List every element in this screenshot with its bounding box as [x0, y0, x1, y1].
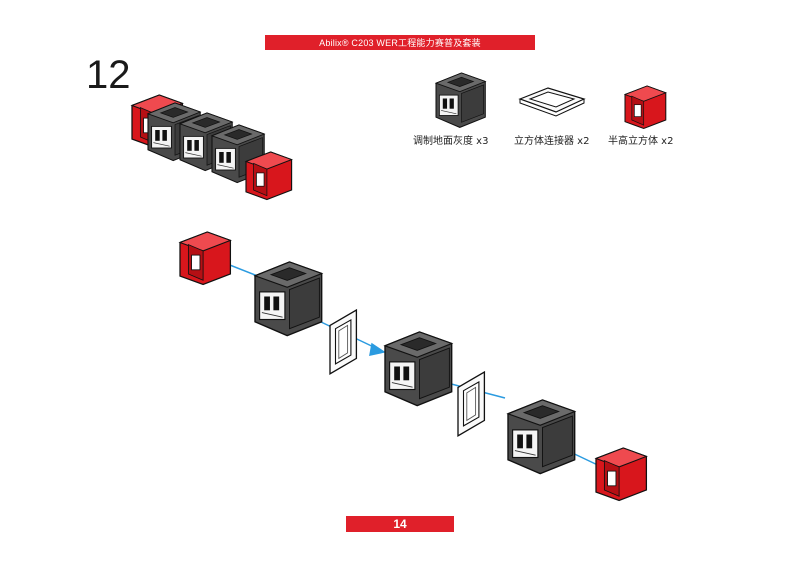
part-label-cube-connector: 立方体连接器 x2: [514, 136, 590, 147]
assembled-result: [131, 94, 293, 201]
part-label-gray-cube: 调制地面灰度 x3: [413, 136, 489, 147]
red-half-cube-icon: [624, 85, 667, 130]
header-banner: Abilix® C203 WER工程能力赛普及套装: [265, 35, 535, 50]
page-number-banner: 14: [346, 516, 454, 532]
header-title: Abilix® C203 WER工程能力赛普及套装: [319, 38, 481, 48]
cube-connector-icon: [518, 87, 586, 117]
step-number: 12: [86, 53, 131, 97]
page-number: 14: [393, 517, 407, 531]
part-label-red-half-cube: 半高立方体 x2: [608, 136, 674, 147]
gray-cube-icon: [435, 72, 486, 128]
